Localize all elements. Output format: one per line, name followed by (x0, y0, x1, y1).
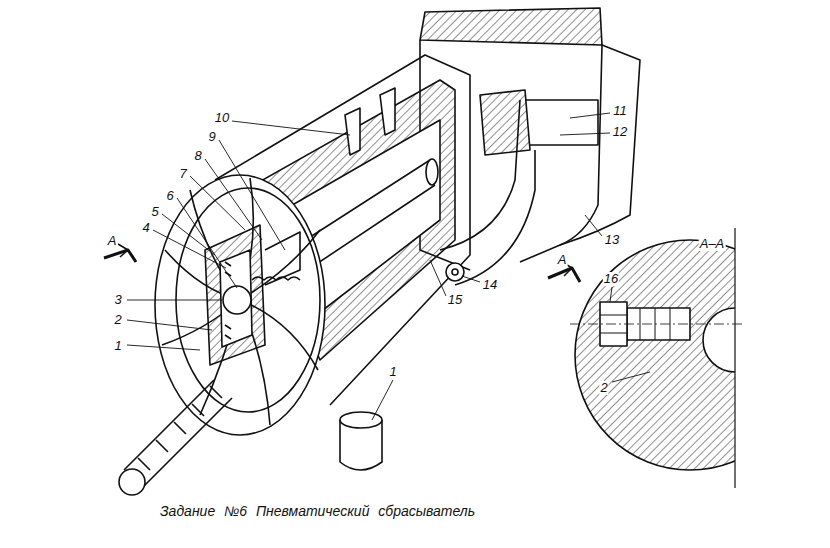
section-letter: A (107, 234, 118, 248)
section-arrow (104, 250, 136, 262)
pipe-end (119, 469, 145, 495)
lever (440, 100, 535, 285)
caption: Задание №6 Пневматический сбрасыватель (160, 503, 475, 519)
screw (345, 88, 395, 155)
callout-number: 8 (193, 149, 202, 163)
callout-number: 1 (113, 339, 122, 353)
pipe-stripes (138, 386, 222, 470)
callout-number: 1 (388, 365, 397, 379)
callout-number: 9 (207, 130, 216, 144)
callout-number: 10 (214, 111, 230, 125)
pivot-pin (446, 263, 464, 281)
section-body (575, 240, 735, 470)
valve-ball (223, 286, 251, 314)
section-bore (703, 308, 735, 372)
clamp-section (480, 90, 530, 155)
centerline (570, 324, 745, 325)
section-letter: A (557, 253, 568, 267)
callout-number: 16 (603, 272, 619, 286)
callout-number: 2 (113, 313, 122, 327)
seat (265, 232, 300, 285)
clamp-plate (525, 100, 598, 145)
callout-number: 15 (447, 293, 463, 307)
callout-number: 3 (113, 293, 122, 307)
bracket-section (420, 8, 602, 45)
callout-number: 5 (150, 205, 159, 219)
front-disc (155, 175, 325, 435)
rod-end (426, 159, 438, 185)
section-title: A–A (699, 237, 726, 251)
valve-body-section (205, 225, 265, 365)
section-edge (734, 228, 735, 488)
callout-number: 7 (178, 167, 187, 181)
callout-number: 2 (599, 381, 608, 395)
callout-number: 6 (165, 189, 174, 203)
arrowhead (118, 244, 128, 257)
callout-number: 14 (482, 278, 498, 292)
pivot-hole (452, 269, 458, 275)
thread (225, 262, 231, 339)
callout-number: 11 (612, 104, 628, 118)
callout-number: 13 (604, 233, 620, 247)
leader-lines (127, 113, 650, 420)
callout-number: 4 (141, 221, 150, 235)
callout-number: 12 (612, 125, 628, 139)
fitting-top (340, 412, 382, 428)
fins (162, 178, 320, 425)
valve-bore (220, 250, 252, 347)
